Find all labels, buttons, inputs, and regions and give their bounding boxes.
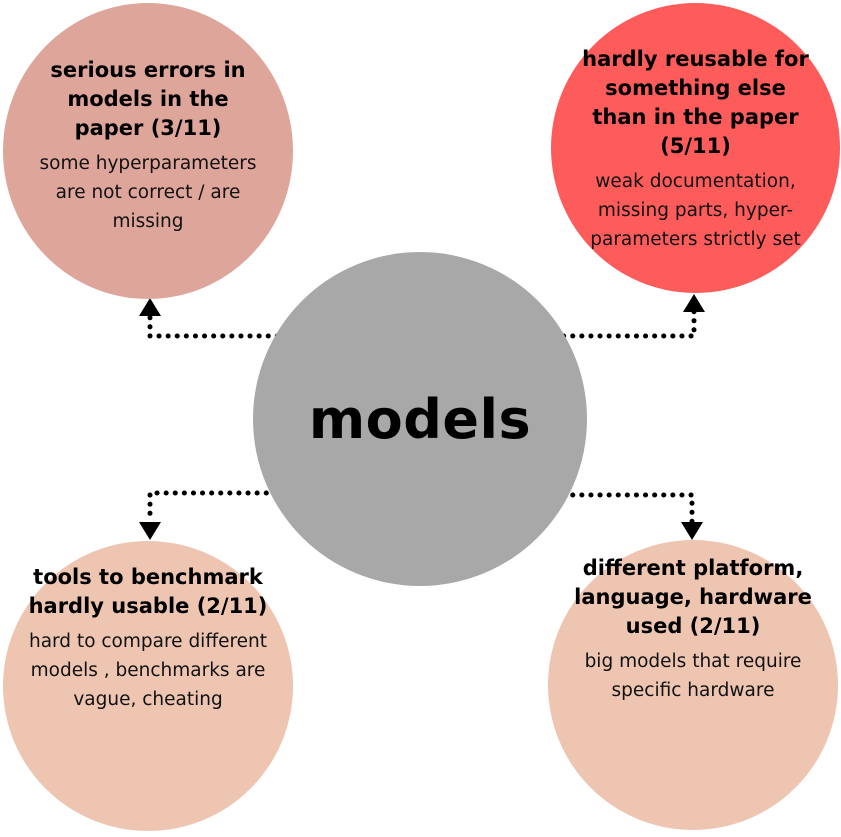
connector-bottom-left bbox=[147, 490, 333, 525]
arrowhead-bottom-right bbox=[681, 522, 703, 540]
arrowhead-top-right bbox=[683, 294, 705, 312]
node-description: weak documentation, missing parts, hyper… bbox=[590, 171, 801, 250]
node-title: hardly reusable for something else than … bbox=[582, 47, 809, 158]
node-title: tools to benchmark hardly usable (2/11) bbox=[28, 565, 268, 618]
arrowhead-bottom-left bbox=[139, 522, 161, 540]
node-description: some hyperparameters are not correct / a… bbox=[39, 153, 257, 232]
arrowhead-top-left bbox=[139, 298, 161, 316]
node-description: hard to compare different models , bench… bbox=[28, 631, 268, 710]
center-node: models bbox=[253, 252, 587, 586]
connector-top-right bbox=[506, 303, 697, 339]
connector-top-left bbox=[147, 305, 335, 339]
connector-bottom-right bbox=[506, 492, 695, 525]
node-bottom-right: different platform, language, hardware u… bbox=[548, 540, 838, 830]
node-top-right: hardly reusable for something else than … bbox=[551, 3, 840, 293]
node-description: big models that require specific hardwar… bbox=[584, 651, 802, 701]
node-title: different platform, language, hardware u… bbox=[574, 556, 812, 638]
center-label: models bbox=[308, 387, 532, 451]
node-top-left: serious errors in models in the paper (3… bbox=[3, 3, 293, 299]
node-title: serious errors in models in the paper (3… bbox=[50, 58, 246, 140]
node-bottom-left: tools to benchmark hardly usable (2/11) … bbox=[3, 541, 293, 831]
